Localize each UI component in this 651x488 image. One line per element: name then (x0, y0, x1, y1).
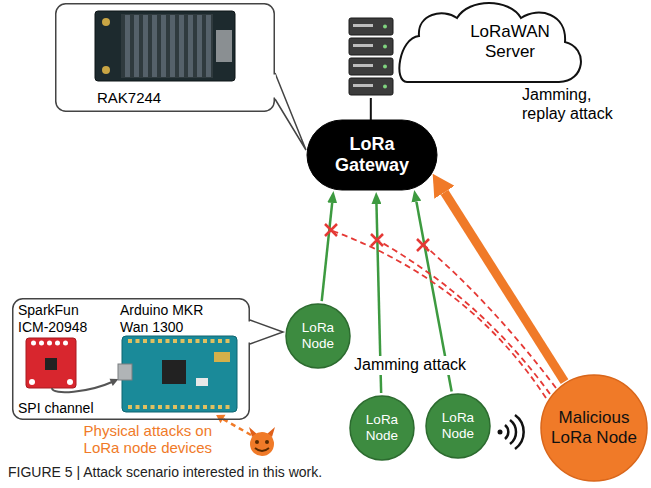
gateway-callout-outline (55, 3, 275, 112)
blocked-mark (371, 234, 383, 246)
devil-eye (265, 440, 269, 444)
node-label: SparkFun ICM-20948 (18, 302, 108, 335)
text-holder: LoRa Gateway (307, 120, 437, 190)
attacker-icon (216, 415, 275, 456)
usb-port (118, 364, 132, 380)
mount-hole (67, 379, 73, 385)
text-holder: LoRa Node (285, 303, 351, 369)
attack-note: Physical attacks on LoRa node devices (72, 422, 212, 456)
callout-gap (248, 322, 251, 343)
node-callout: SparkFun ICM-20948 Arduino MKR Wan 1300SP… (12, 298, 250, 420)
node-label: Malicious LoRa Node (549, 408, 639, 448)
uplink-line (370, 98, 372, 120)
server-slot (353, 24, 373, 87)
pcb (95, 11, 235, 81)
node-label: LoRa Node (290, 320, 346, 352)
gateway-shape (307, 120, 437, 190)
malicious-node: Malicious LoRa Node (540, 374, 648, 482)
text-holder: SPI channel (18, 400, 94, 417)
text-holder: LoRa Node (349, 395, 415, 461)
blocked-mark (417, 239, 429, 251)
devil-eye (255, 440, 259, 444)
lora-module (162, 360, 186, 384)
node-label: SPI channel (18, 400, 94, 417)
radio-waves (505, 415, 524, 449)
devil-mouth (255, 448, 269, 451)
gateway-box: LoRa Gateway (307, 120, 437, 190)
antenna-connector (102, 18, 110, 26)
callout-box (13, 299, 250, 420)
text-holder: LoRa Node (425, 393, 491, 459)
callout-tail (250, 320, 283, 344)
ethernet-port (216, 30, 232, 62)
node-label: LoRaWAN Server (467, 22, 553, 62)
arduino-board (118, 336, 237, 412)
antenna-connector (102, 66, 110, 74)
server-led (383, 25, 387, 89)
devil-face (250, 432, 274, 456)
figure-caption: FIGURE 5 | Attack scenario interested in… (8, 464, 322, 481)
callout-box (56, 4, 275, 112)
text-holder: Malicious LoRa Node (540, 374, 648, 482)
sensor-pins (31, 341, 68, 346)
radio-symbol (498, 415, 524, 449)
jamming-line (333, 231, 546, 398)
text-holder: LoRaWAN Server (467, 22, 553, 62)
antenna-connector (214, 352, 230, 362)
cloud-outline (399, 3, 581, 82)
uplink-arrow (322, 203, 332, 301)
spi-line (52, 382, 112, 392)
node-label: RAK7244 (97, 89, 161, 107)
node-circle (350, 396, 414, 460)
server-cloud-outline (345, 0, 585, 98)
lora-node: LoRa Node (425, 393, 491, 459)
arduino-pcb (122, 336, 237, 412)
server-icon (349, 18, 393, 95)
text-holder: Arduino MKR Wan 1300 (120, 302, 215, 335)
sensor-chip (45, 358, 57, 370)
text-holder: Jamming, replay attack (522, 86, 632, 124)
icm20948-board (26, 338, 76, 388)
node-circle (426, 394, 490, 458)
spi-wire (52, 379, 118, 392)
jamming-paths (325, 224, 556, 398)
attack-label: Jamming attack (352, 356, 468, 375)
edge-label: Jamming, replay attack (522, 86, 632, 124)
header-pins (128, 339, 230, 409)
text-holder: RAK7244 (97, 89, 161, 107)
attack-arrow (444, 192, 564, 381)
node-label: LoRa Gateway (322, 134, 422, 176)
node-label: Arduino MKR Wan 1300 (120, 302, 215, 335)
node-label: LoRa Node (354, 412, 410, 444)
node-circle (541, 375, 647, 481)
text-holder: Physical attacks on LoRa node devices (72, 422, 212, 456)
heatsink-base (121, 14, 213, 78)
node-label: LoRa Node (430, 410, 486, 442)
node-circle (286, 304, 350, 368)
gateway-callout: RAK7244 (55, 3, 275, 112)
text-holder: Jamming attack (352, 356, 468, 375)
radio-dot (498, 430, 503, 435)
text-holder: FIGURE 5 | Attack scenario interested in… (8, 464, 322, 481)
heatsink-fins (125, 15, 211, 77)
lora-node: LoRa Node (349, 395, 415, 461)
callout-tail (275, 73, 306, 150)
component (196, 378, 208, 386)
sensor-pcb (26, 338, 76, 388)
callout-gap (273, 75, 276, 98)
spi-arrow-head (110, 379, 119, 386)
mount-hole (29, 379, 35, 385)
lora-node: LoRa Node (285, 303, 351, 369)
blocked-mark (325, 224, 337, 236)
text-holder: SparkFun ICM-20948 (18, 302, 108, 335)
server-cloud: LoRaWAN Server (345, 0, 585, 98)
attack-arrow (223, 419, 251, 435)
rak7244-board (95, 11, 235, 81)
